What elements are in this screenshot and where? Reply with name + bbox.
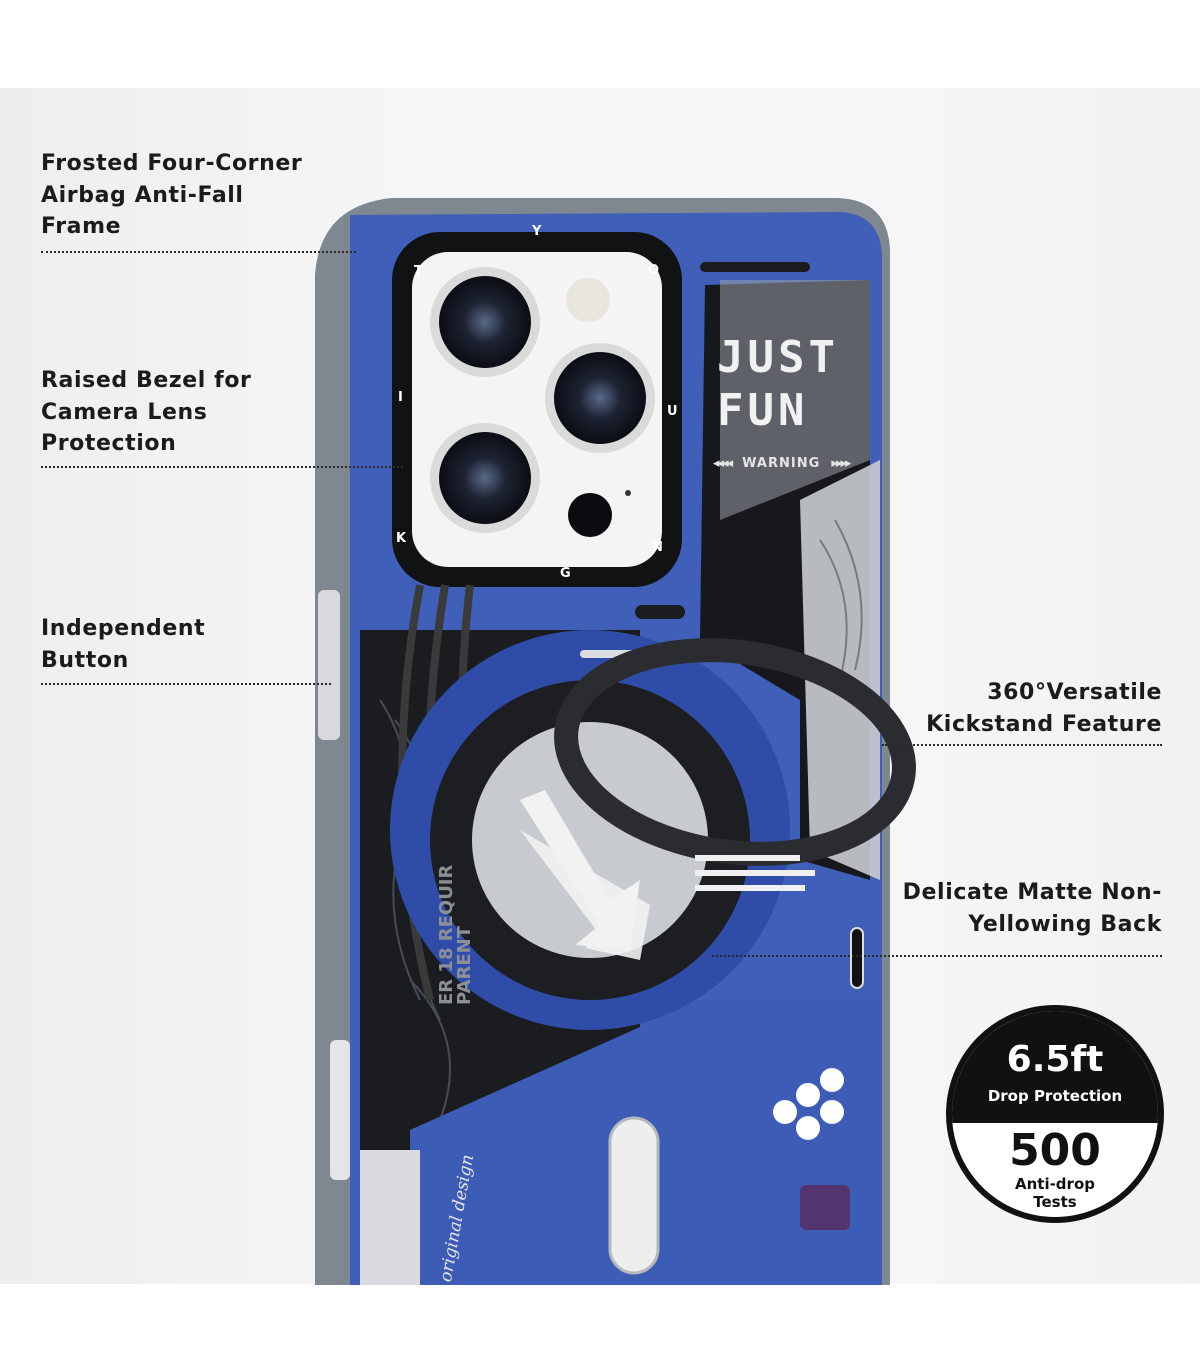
- camera-lenses: [430, 267, 655, 537]
- feature-kickstand-leader: [882, 744, 1162, 746]
- bezel-letter-i: I: [398, 390, 403, 405]
- feature-back-label: Delicate Matte Non-Yellowing Back: [902, 880, 1162, 937]
- case-headline-fun: FUN: [717, 385, 809, 436]
- bezel-letter-n: N: [652, 540, 663, 555]
- bezel-letter-y: Y: [532, 224, 542, 239]
- badge-drop-label: Drop Protection: [987, 1087, 1123, 1105]
- feature-back-leader: [712, 955, 1162, 957]
- bezel-letter-k: K: [396, 531, 407, 546]
- kickstand-ring: [554, 638, 916, 866]
- magsafe-ring: [390, 605, 790, 1030]
- clover-emblem: [773, 1068, 844, 1140]
- feature-frame-leader: [41, 251, 356, 253]
- bezel-letter-u: U: [667, 404, 678, 419]
- case-headline-just: JUST: [717, 332, 839, 383]
- feature-button-leader: [41, 683, 331, 685]
- bezel-letter-g: G: [560, 566, 571, 581]
- feature-bezel-leader: [41, 466, 403, 468]
- badge-drop-height: 6.5ft: [1006, 1039, 1104, 1080]
- badge-test-count: 500: [1009, 1125, 1101, 1176]
- bezel-letter-t: T: [414, 264, 423, 279]
- badge-top-band: [952, 1011, 1158, 1123]
- bezel-letter-o: O: [648, 263, 660, 278]
- case-warning: ◂◂◂◂ WARNING ▸▸▸▸: [713, 456, 851, 471]
